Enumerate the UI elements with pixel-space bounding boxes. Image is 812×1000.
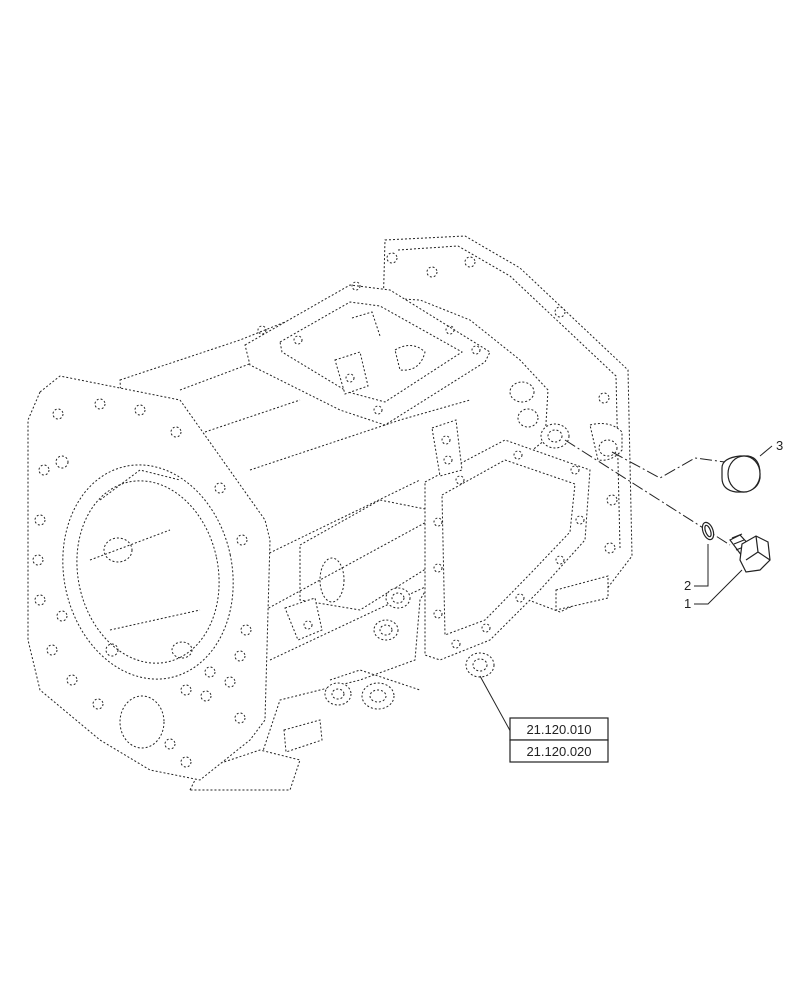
callout-2-label: 2 xyxy=(684,578,691,593)
side-inspection-opening xyxy=(424,381,591,661)
callout-3-label: 3 xyxy=(776,438,783,453)
leader-2 xyxy=(694,544,709,587)
centerline-cap xyxy=(611,451,726,479)
part-2-sealing-ring xyxy=(701,521,715,541)
front-flange xyxy=(27,375,271,781)
callout-1-label: 1 xyxy=(684,596,691,611)
reference-link-box-1[interactable]: 21.120.010 xyxy=(509,717,609,741)
leader-3 xyxy=(759,445,773,457)
part-3-cap-plug xyxy=(721,455,761,493)
reference-link-2[interactable]: 21.120.020 xyxy=(526,744,591,759)
reference-link-1[interactable]: 21.120.010 xyxy=(526,722,591,737)
reference-link-box-2[interactable]: 21.120.020 xyxy=(509,739,609,763)
leader-1 xyxy=(694,569,743,605)
plug-ports xyxy=(465,423,623,678)
leader-reference xyxy=(479,675,514,737)
top-cover-opening xyxy=(244,281,491,426)
part-1-drain-plug xyxy=(729,533,771,573)
